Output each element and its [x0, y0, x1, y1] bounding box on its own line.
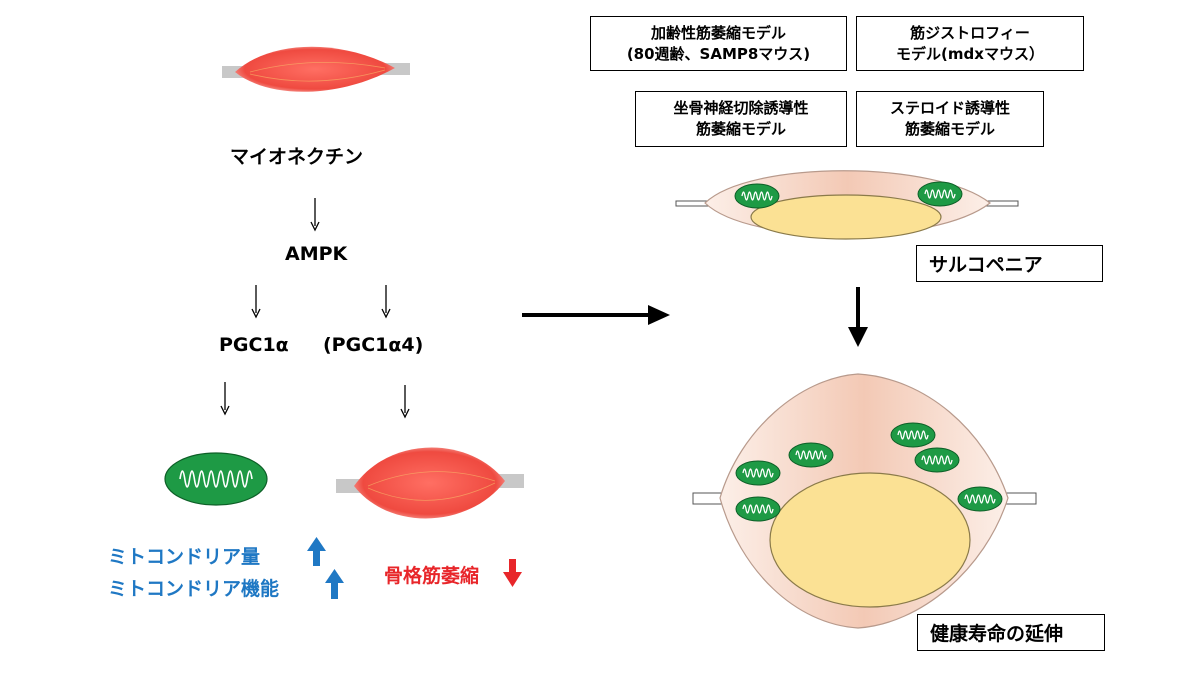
label-ampk: AMPK	[285, 243, 348, 265]
model-box-nerve: 坐骨神経切除誘導性 筋萎縮モデル	[635, 91, 847, 147]
cell-icon-atrophic	[675, 170, 1019, 240]
arrow-right-main	[522, 305, 670, 325]
arrow-up-icon-mito-amount	[307, 537, 326, 566]
model-aging-line1: 加齢性筋萎縮モデル	[650, 23, 786, 42]
healthspan-text: 健康寿命の延伸	[930, 623, 1064, 645]
arrow-pgc1a-to-mitochondria	[220, 382, 230, 416]
model-dystrophy-line2: モデル(mdxマウス）	[896, 44, 1044, 63]
model-box-dystrophy: 筋ジストロフィー モデル(mdxマウス）	[856, 16, 1084, 71]
model-aging-line2: (80週齢、SAMP8マウス)	[626, 44, 811, 63]
label-healthspan: 健康寿命の延伸	[917, 614, 1105, 651]
label-mito-amount: ミトコンドリア量	[108, 546, 261, 568]
muscle-icon-bottom	[336, 447, 524, 519]
label-myonectin: マイオネクチン	[230, 146, 364, 168]
arrow-down-icon-atrophy	[503, 559, 522, 587]
label-pgc1a: PGC1α	[219, 334, 289, 356]
label-atrophy: 骨格筋萎縮	[384, 565, 480, 587]
model-steroid-line1: ステロイド誘導性	[889, 99, 1010, 117]
cell-icon-healthy	[692, 373, 1037, 629]
model-box-aging: 加齢性筋萎縮モデル (80週齢、SAMP8マウス)	[590, 16, 847, 71]
model-box-steroid: ステロイド誘導性 筋萎縮モデル	[856, 91, 1044, 147]
muscle-icon-top	[222, 46, 410, 92]
arrow-myonectin-to-ampk	[310, 198, 320, 232]
model-steroid-line2: 筋萎縮モデル	[904, 120, 995, 138]
label-mito-function: ミトコンドリア機能	[108, 578, 280, 600]
label-pgc1a4: (PGC1α4)	[323, 334, 424, 356]
sarcopenia-text: サルコペニア	[929, 254, 1043, 276]
model-dystrophy-line1: 筋ジストロフィー	[910, 23, 1030, 42]
model-nerve-line2: 筋萎縮モデル	[695, 120, 786, 138]
arrow-up-icon-mito-function	[325, 569, 344, 599]
arrow-down-main	[848, 287, 868, 347]
label-sarcopenia: サルコペニア	[916, 245, 1103, 282]
model-nerve-line1: 坐骨神経切除誘導性	[673, 99, 809, 117]
arrow-pgc1a4-to-muscle	[400, 385, 410, 419]
arrow-ampk-to-pgc1a4	[381, 285, 391, 319]
mitochondria-icon-large	[164, 452, 268, 506]
arrow-ampk-to-pgc1a	[251, 285, 261, 319]
